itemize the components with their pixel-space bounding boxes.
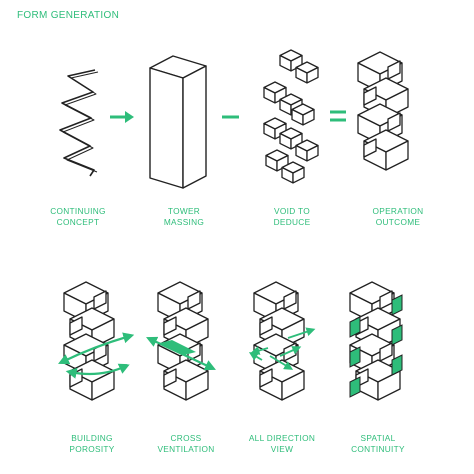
void-cube-icon — [263, 81, 287, 104]
tower-massing-icon — [149, 55, 207, 189]
void-cube-icon — [263, 117, 287, 140]
porosity-flow-arrows-icon — [58, 332, 135, 379]
continuity-green-spaces-icon — [349, 294, 403, 398]
ventilation-arrows-icon — [146, 336, 216, 371]
void-cube-icon — [281, 161, 305, 184]
arrow-right-operator-icon — [110, 111, 134, 123]
all-direction-view-tower-icon — [253, 281, 305, 401]
building-porosity-tower-icon — [63, 281, 115, 401]
void-cube-icon — [291, 103, 315, 126]
void-cube-icon — [265, 149, 289, 172]
zigzag-concept-icon — [59, 69, 99, 177]
void-cubes-icon — [263, 49, 319, 184]
operation-outcome-tower-icon — [357, 51, 409, 171]
equals-operator-icon — [330, 110, 346, 122]
cross-ventilation-tower-icon — [157, 281, 209, 401]
void-cube-icon — [279, 49, 303, 72]
diagram-title: FORM GENERATION — [17, 10, 120, 21]
view-direction-arrows-icon — [248, 327, 316, 370]
void-cube-icon — [295, 61, 319, 84]
void-cube-icon — [295, 139, 319, 162]
spatial-continuity-tower-icon — [349, 281, 401, 401]
